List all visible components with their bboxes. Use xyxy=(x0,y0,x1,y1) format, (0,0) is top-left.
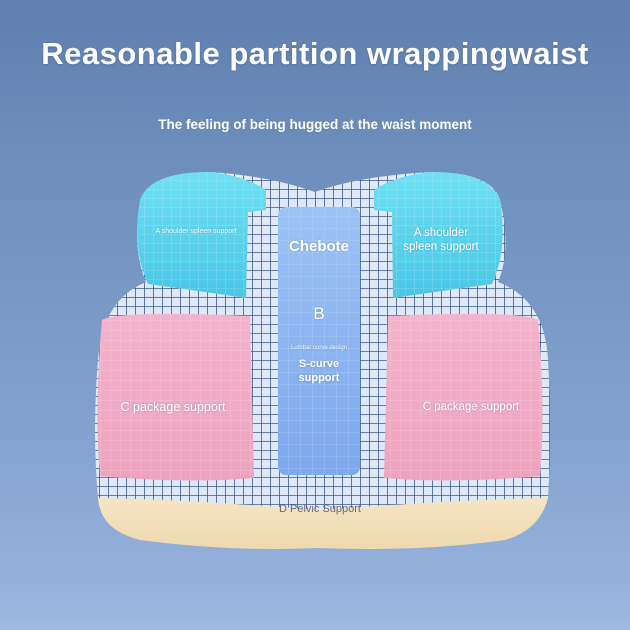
zone-b-line2: support xyxy=(298,371,340,384)
page-subtitle: The feeling of being hugged at the waist… xyxy=(158,117,472,132)
zone-b-brand: Chebote xyxy=(289,238,349,255)
zone-a-left-label: A shoulder spleen support xyxy=(155,228,237,235)
zone-a-right-line1: A shoulder xyxy=(413,227,469,239)
zone-b-small-label: Lumbar curve design xyxy=(290,345,348,351)
zone-b-letter: B xyxy=(313,304,325,323)
page-title: Reasonable partition wrappingwaist xyxy=(41,36,589,71)
zone-b-line1: S-curve xyxy=(298,358,340,370)
zone-a-right-line2: spleen support xyxy=(403,241,479,254)
zone-b-scurve-label: S-curve support xyxy=(278,358,360,386)
zone-c-left-label: C package support xyxy=(120,400,226,414)
zone-a-right-label: A shoulder spleen support xyxy=(385,226,497,255)
zone-d-label: D Pelvic Support xyxy=(279,503,361,515)
zone-c-right-label: C package support xyxy=(422,401,520,413)
